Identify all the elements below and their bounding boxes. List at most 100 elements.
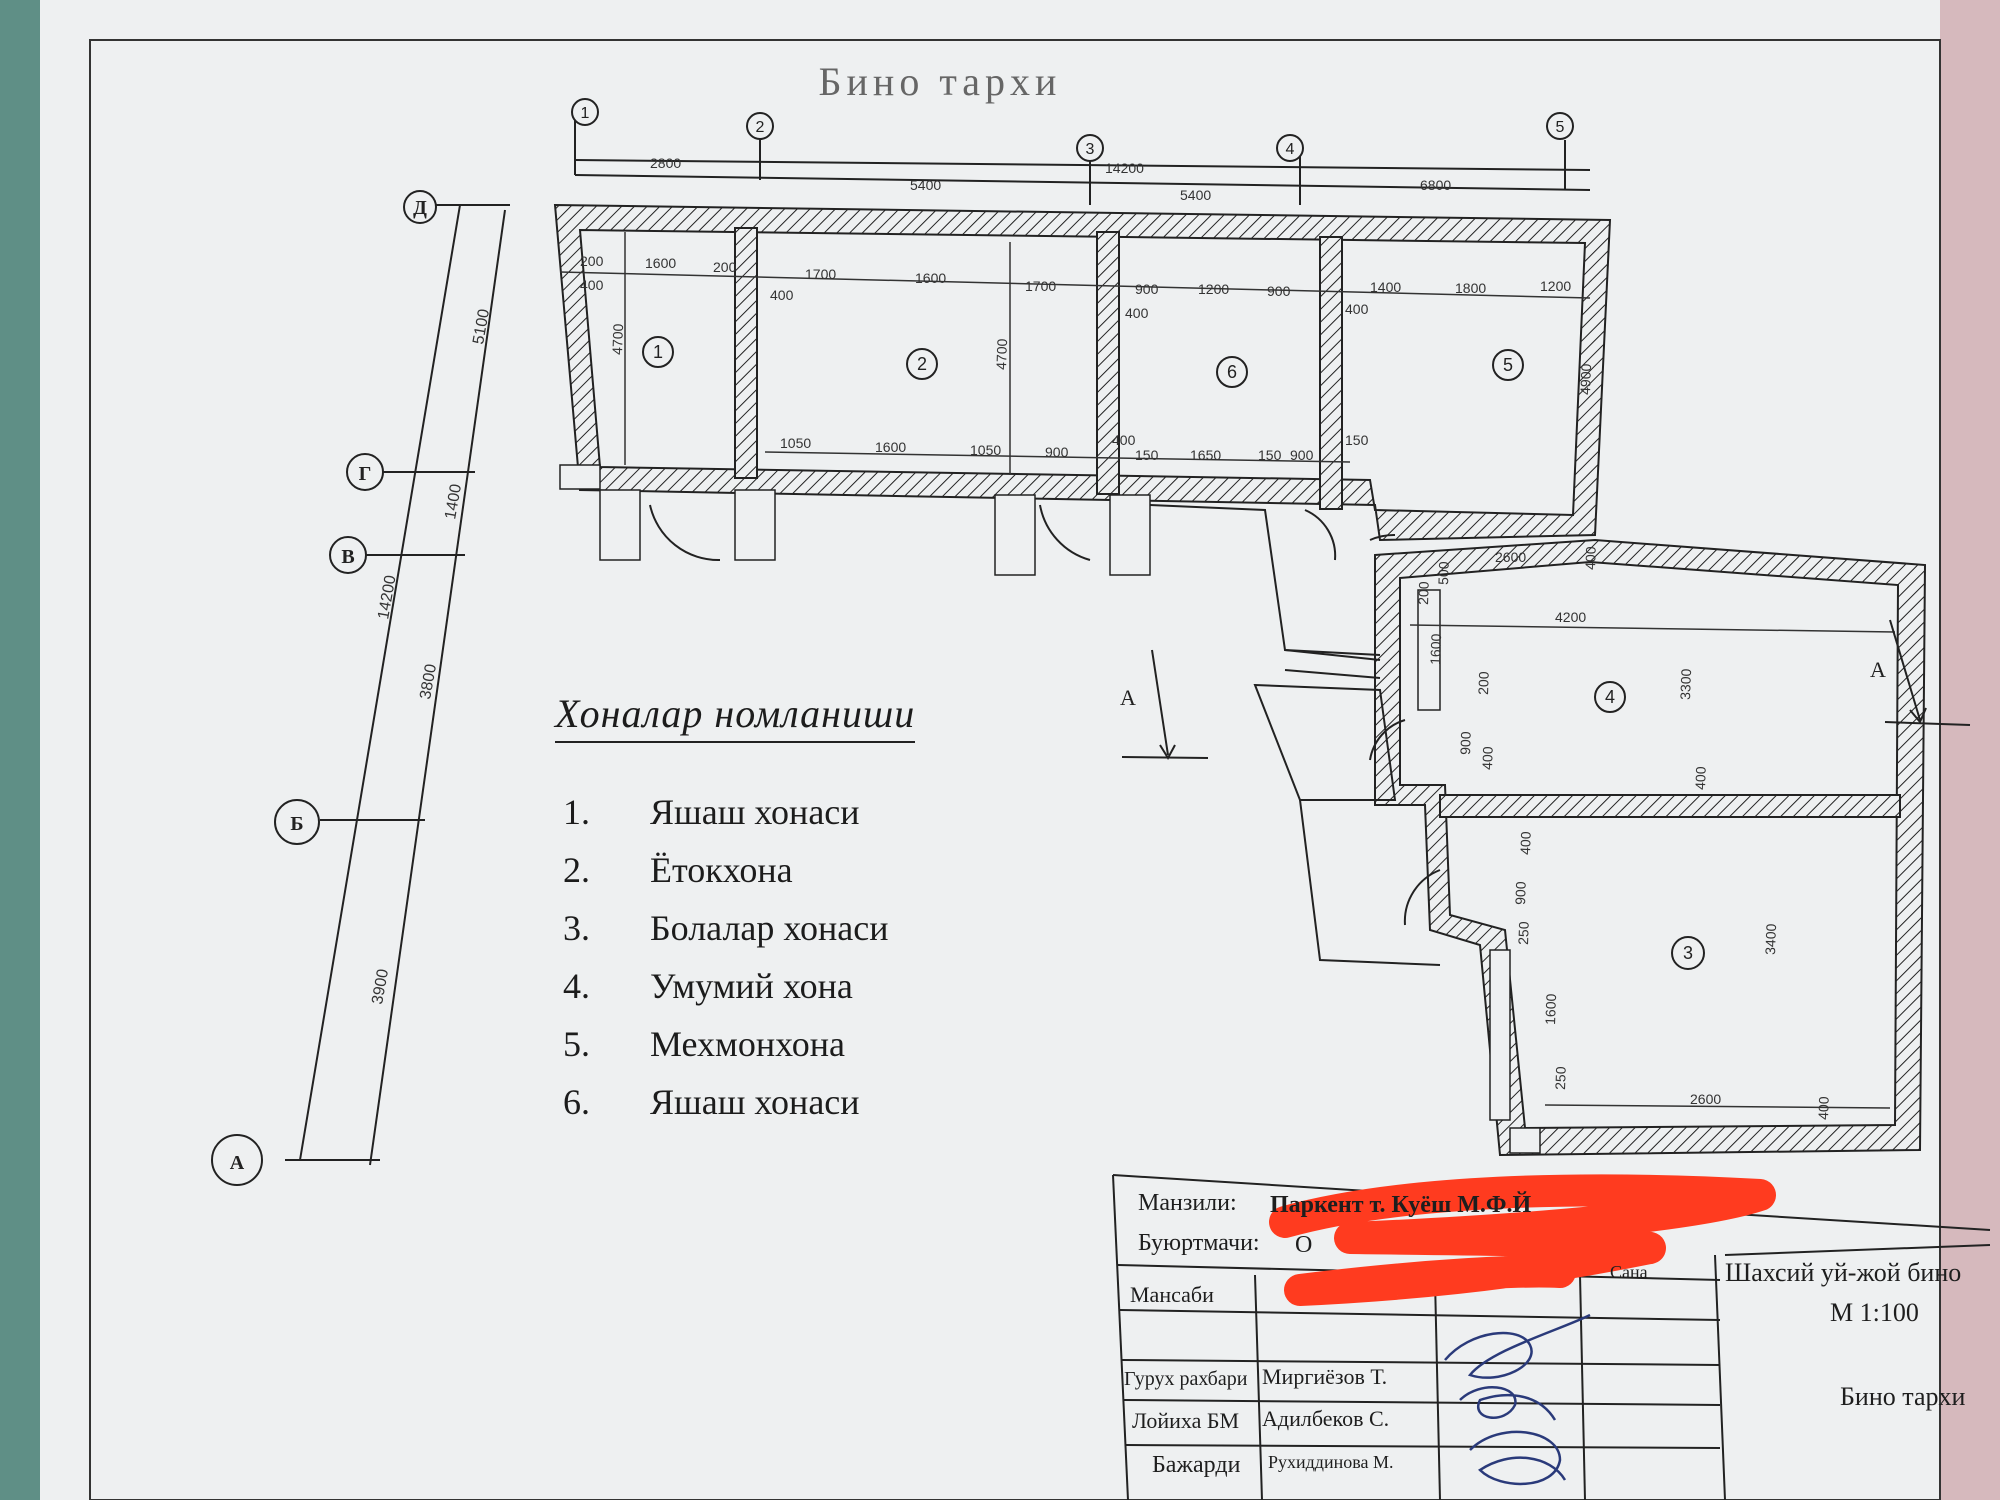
svg-text:200: 200 <box>713 259 737 275</box>
svg-text:1800: 1800 <box>1455 280 1486 296</box>
legend-number: 6. <box>563 1082 590 1122</box>
wall-2-6 <box>1096 231 1120 495</box>
svg-text:1600: 1600 <box>875 439 906 455</box>
top-dimension-chain <box>574 120 1591 205</box>
legend-number: 5. <box>563 1024 590 1064</box>
section-label-left: А <box>1120 685 1136 710</box>
interior-dim-texts: 200 1600 200 400 1700 1600 1700 400 900 … <box>580 253 1832 1120</box>
dim-left-1: 5100 <box>470 308 493 346</box>
svg-text:400: 400 <box>580 277 604 293</box>
legend-row: 4. Умумий хона <box>500 957 1060 1015</box>
dim-top-3: 14200 <box>1105 160 1144 176</box>
svg-text:200: 200 <box>1415 581 1432 605</box>
svg-text:150: 150 <box>1345 432 1369 448</box>
svg-text:2600: 2600 <box>1495 549 1526 565</box>
entry-porch <box>649 504 1441 966</box>
section-label-right: А <box>1870 657 1886 682</box>
legend-room-name: Мехмонхона <box>650 1024 845 1064</box>
room-number-1: 1 <box>653 342 663 362</box>
dim-top-2: 5400 <box>910 177 941 193</box>
section-marker-right <box>1884 619 1971 726</box>
svg-text:1200: 1200 <box>1540 278 1571 294</box>
redaction-mark <box>1269 1174 1776 1306</box>
legend-room-name: Болалар хонаси <box>650 908 889 948</box>
wall-1-2 <box>734 227 758 479</box>
svg-text:2600: 2600 <box>1690 1091 1721 1107</box>
dim-top-1: 2800 <box>650 155 681 171</box>
svg-text:400: 400 <box>770 287 794 303</box>
svg-text:2: 2 <box>756 119 765 136</box>
wall-6-5 <box>1319 236 1343 510</box>
dim-top-4: 5400 <box>1180 187 1211 203</box>
room-number-3: 3 <box>1683 943 1693 963</box>
svg-text:4900: 4900 <box>1577 363 1594 395</box>
legend-row: 1. Яшаш хонаси <box>500 783 1060 841</box>
svg-text:1400: 1400 <box>1370 279 1401 295</box>
svg-text:900: 900 <box>1267 283 1291 299</box>
floor-plan <box>553 203 1927 1157</box>
interior-dim-lines <box>559 232 1896 1109</box>
svg-text:4700: 4700 <box>609 323 626 355</box>
svg-text:Д: Д <box>413 197 427 219</box>
svg-text:250: 250 <box>1552 1066 1569 1090</box>
svg-text:400: 400 <box>1692 766 1709 790</box>
svg-text:1600: 1600 <box>1542 993 1559 1025</box>
svg-text:Г: Г <box>359 463 372 485</box>
legend-number: 1. <box>563 792 590 832</box>
svg-text:400: 400 <box>1112 432 1136 448</box>
svg-text:400: 400 <box>1125 305 1149 321</box>
svg-text:150: 150 <box>1258 447 1282 463</box>
svg-text:150: 150 <box>1135 447 1159 463</box>
svg-text:3300: 3300 <box>1677 668 1694 700</box>
svg-text:1650: 1650 <box>1190 447 1221 463</box>
dim-left-5: 3900 <box>369 968 392 1006</box>
svg-text:900: 900 <box>1457 731 1474 755</box>
svg-text:В: В <box>341 546 354 568</box>
svg-text:200: 200 <box>580 253 604 269</box>
svg-text:1600: 1600 <box>1427 633 1444 665</box>
room-number-5: 5 <box>1503 355 1513 375</box>
svg-text:4200: 4200 <box>1555 609 1586 625</box>
svg-text:900: 900 <box>1290 447 1314 463</box>
legend-number: 2. <box>563 850 590 890</box>
svg-text:500: 500 <box>1435 561 1452 585</box>
svg-text:1050: 1050 <box>970 442 1001 458</box>
legend-room-name: Яшаш хонаси <box>650 1082 860 1122</box>
svg-text:А: А <box>230 1152 245 1174</box>
dim-left-4: 3800 <box>417 663 440 701</box>
legend-room-name: Ётокхона <box>650 850 793 890</box>
svg-text:1600: 1600 <box>645 255 676 271</box>
legend-title: Хоналар номланиши <box>555 690 916 743</box>
svg-text:400: 400 <box>1345 301 1369 317</box>
legend-room-name: Умумий хона <box>650 966 853 1006</box>
svg-text:1600: 1600 <box>915 270 946 286</box>
axis-bubbles-numeric: 1 2 3 4 5 <box>571 98 1574 162</box>
svg-text:900: 900 <box>1512 881 1529 905</box>
legend-room-name: Яшаш хонаси <box>650 792 860 832</box>
signatures <box>1444 1313 1591 1486</box>
wall-4-3 <box>1439 794 1901 818</box>
sheet-frame <box>89 39 1941 1500</box>
room-number-bubbles: 1 2 6 5 4 3 <box>642 336 1705 970</box>
svg-text:400: 400 <box>1582 546 1599 570</box>
svg-text:200: 200 <box>1475 671 1492 695</box>
svg-text:1200: 1200 <box>1198 281 1229 297</box>
svg-text:3400: 3400 <box>1762 923 1779 955</box>
room-number-4: 4 <box>1605 687 1615 707</box>
svg-text:400: 400 <box>1517 831 1534 855</box>
svg-text:Б: Б <box>290 813 303 835</box>
svg-text:1700: 1700 <box>1025 278 1056 294</box>
svg-text:400: 400 <box>1815 1096 1832 1120</box>
svg-text:900: 900 <box>1045 444 1069 460</box>
left-dimension-chain <box>285 204 510 1166</box>
windows <box>559 464 1541 1154</box>
svg-text:1: 1 <box>581 105 590 122</box>
axis-bubbles-letters: Д Г В Б А <box>211 190 437 1186</box>
svg-text:3: 3 <box>1086 141 1095 158</box>
drawing-title: Бино тархи <box>819 59 1062 104</box>
svg-text:1700: 1700 <box>805 266 836 282</box>
legend-row: 2. Ётокхона <box>500 841 1060 899</box>
section-marker-left <box>1121 649 1209 761</box>
legend-row: 6. Яшаш хонаси <box>500 1073 1060 1131</box>
